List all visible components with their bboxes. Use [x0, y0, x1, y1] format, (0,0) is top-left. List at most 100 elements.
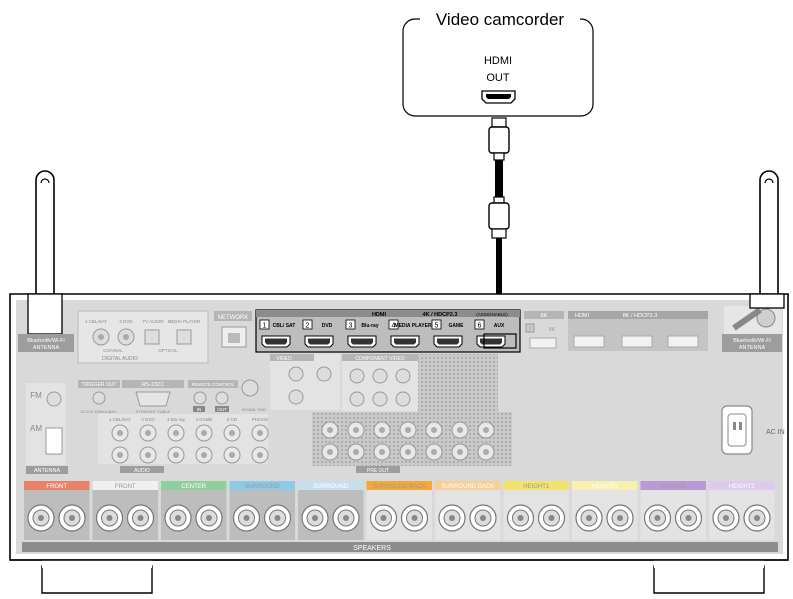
pre-out-label: PRE OUT [367, 468, 389, 474]
rs232c-label: RS-232C [142, 382, 165, 388]
hdmi-port-number: 1 [263, 323, 267, 330]
speaker-group-label: SURROUND BACK [373, 484, 426, 490]
coaxial-label: COAXIAL [103, 348, 123, 353]
audio-jack-pin [145, 452, 151, 458]
cable-wire [495, 160, 503, 197]
speaker-group: CENTER [161, 481, 227, 540]
hdmi-in-spec: 4K / HDCP2.3 [423, 312, 458, 318]
audio-jack-pin [117, 452, 123, 458]
hdmi-8k-header: 8K [541, 313, 548, 319]
speaker-post-center [518, 515, 524, 521]
speaker-post-center [244, 515, 250, 521]
digital-audio-in1: 1 CBL/SAT [85, 319, 107, 324]
speaker-group-label: SURROUND [313, 484, 348, 490]
foot-left-mask [42, 560, 152, 568]
cable-plug-top [492, 118, 506, 127]
speaker-post-center [206, 515, 212, 521]
speaker-post-center [549, 515, 555, 521]
pre-out-jack-pin [353, 427, 359, 433]
audio-jack-pin [117, 430, 123, 436]
hdmi-port-7-label: 8K [549, 327, 556, 333]
hdmi-port-number: 6 [478, 323, 482, 330]
speaker-group-label: HEIGHT2 [729, 484, 756, 490]
cable-head-bottom [489, 203, 509, 229]
camcorder-title: Video camcorder [436, 10, 565, 29]
pre-out-jack-pin [379, 449, 385, 455]
tuner-antenna-section: FM AM ANTENNA [26, 383, 68, 474]
antenna-label: ANTENNA [34, 468, 61, 474]
pre-out-jack-pin [457, 427, 463, 433]
pre-out-jack-pin [379, 427, 385, 433]
bt-antenna-right-line1: Bluetooth/Wi-Fi [733, 338, 771, 344]
hdmi-port-number: 2 [306, 323, 310, 330]
foot-right [654, 566, 764, 593]
hdmi-port-label: Blu-ray [361, 323, 378, 329]
antenna-right [760, 171, 778, 294]
pre-out-jack-pin [431, 449, 437, 455]
optical-label: OPTICAL [158, 348, 178, 353]
pre-out-jack-pin [431, 427, 437, 433]
speaker-post-center [586, 515, 592, 521]
speaker-post-center [617, 515, 623, 521]
speaker-post-center [686, 515, 692, 521]
hdmi-port-label: DVD [322, 323, 333, 329]
digital-audio-footer: DIGITAL AUDIO [102, 356, 138, 362]
video-camcorder: Video camcorder HDMI OUT [403, 10, 593, 116]
audio-jack-pin [201, 452, 207, 458]
ac-in-label: AC IN [766, 429, 785, 436]
speaker-group: SURROUND BACK [367, 481, 433, 540]
speaker-post-center [381, 515, 387, 521]
audio-jack-pin [257, 430, 263, 436]
audio-jack-pin [201, 430, 207, 436]
speaker-group-label: HEIGHT1 [592, 484, 619, 490]
hdmi-input-block: HDMI 4K / HDCP2.3 (ASSIGNABLE) 1CBL/ SAT… [256, 310, 520, 352]
hdmi-in-note: (ASSIGNABLE) [476, 312, 508, 317]
audio-label: AUDIO [134, 468, 150, 474]
foot-left [42, 566, 152, 593]
cable-head-top [489, 127, 509, 153]
hdmi-port-label: GAME [449, 323, 465, 329]
bt-antenna-left-line1: Bluetooth/Wi-Fi [27, 338, 65, 344]
audio-jack-pin [257, 452, 263, 458]
speaker-group: SURROUND [298, 481, 364, 540]
speaker-group: HEIGHT1 [504, 481, 570, 540]
speaker-post-center [107, 515, 113, 521]
pre-out-jack-pin [405, 449, 411, 455]
pre-out-jack-pin [327, 427, 333, 433]
speaker-post-center [312, 515, 318, 521]
speaker-group-label: CENTER [181, 484, 206, 490]
av-receiver: Bluetooth/Wi-Fi ANTENNA Bluetooth/Wi-Fi … [10, 294, 788, 593]
speaker-post-center [655, 515, 661, 521]
speaker-post-center [412, 515, 418, 521]
speakers-label: SPEAKERS [353, 545, 391, 552]
video-label: VIDEO [276, 356, 292, 362]
speaker-group: SURROUND [230, 481, 296, 540]
cable-strain-top [494, 153, 504, 160]
speaker-group-label: HEIGHT1 [523, 484, 550, 490]
pre-out-jack-pin [405, 427, 411, 433]
speaker-post-center [69, 515, 75, 521]
am-label: AM [30, 424, 42, 433]
trigger-label: TRIGGER OUT [82, 382, 117, 388]
speaker-post-center [38, 515, 44, 521]
pre-out-jack-pin [327, 449, 333, 455]
hdmi-in-header: HDMI [372, 312, 387, 318]
hdmi-port-number: 5 [435, 323, 439, 330]
speaker-group: HEIGHT2 [709, 481, 775, 540]
hdmi-out-header: HDMI [575, 313, 590, 319]
pre-out-jack-pin [353, 449, 359, 455]
audio-jack-pin [173, 430, 179, 436]
speaker-group: HEIGHT2 [641, 481, 707, 540]
hdmi-port-label: MEDIA PLAYER [394, 323, 432, 329]
pre-out-jack-pin [483, 449, 489, 455]
audio-jack-pin [229, 430, 235, 436]
network-label: NETWORK [218, 315, 249, 321]
cable-plug-bottom [492, 229, 506, 238]
bt-antenna-left-line2: ANTENNA [33, 345, 60, 351]
speaker-group: FRONT [24, 481, 90, 540]
hdmi-port-icon [482, 91, 515, 103]
hdmi-output-block: HDMI 8K / HDCP2.3 [568, 311, 708, 351]
speaker-post-center [343, 515, 349, 521]
speaker-group-label: HEIGHT2 [660, 484, 687, 490]
bt-antenna-right-line2: ANTENNA [739, 345, 766, 351]
